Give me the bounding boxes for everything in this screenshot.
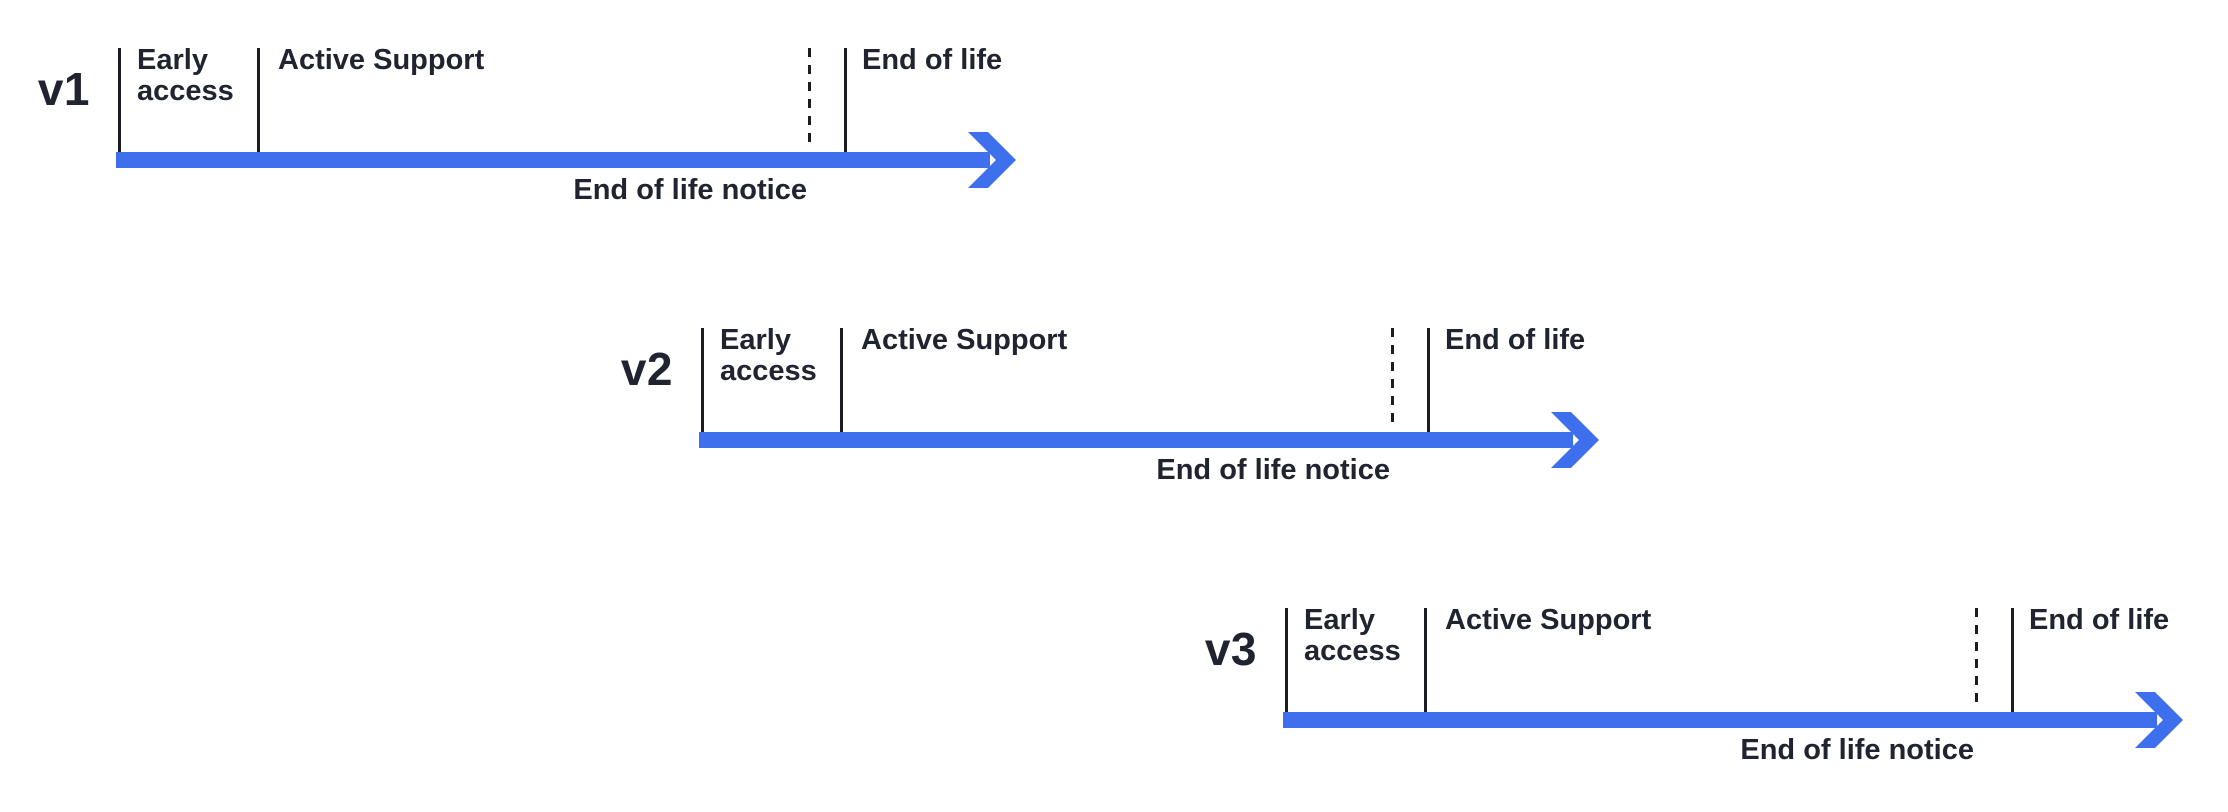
version-label: v2 <box>620 343 673 395</box>
timeline-row-v1: v1 Early access Active Support End of li… <box>38 44 1038 223</box>
early-access-start-tick <box>1285 608 1288 712</box>
end-of-life-label: End of life <box>862 44 1003 76</box>
version-label: v3 <box>1204 623 1257 675</box>
end-of-life-notice-label: End of life notice <box>573 174 807 206</box>
active-support-start-tick <box>840 328 843 432</box>
end-of-life-notice-label: End of life notice <box>1156 454 1390 486</box>
end-of-life-notice-label: End of life notice <box>1740 734 1974 766</box>
end-of-life-notice-dashed-line <box>808 48 811 149</box>
end-of-life-notice-dashed-line <box>1391 328 1394 429</box>
timeline-row-v3: v3 Early access Active Support End of li… <box>1205 604 2205 783</box>
end-of-life-tick <box>844 48 847 153</box>
early-access-label: Early access <box>720 324 817 387</box>
timeline-row-v2: v2 Early access Active Support End of li… <box>621 324 1621 503</box>
version-label: v1 <box>37 63 90 115</box>
early-access-label: Early access <box>1304 604 1401 667</box>
early-access-start-tick <box>701 328 704 432</box>
end-of-life-label: End of life <box>1445 324 1586 356</box>
timeline-arrow <box>1283 692 2183 748</box>
timeline-arrow <box>699 412 1599 468</box>
active-support-start-tick <box>1424 608 1427 712</box>
active-support-label: Active Support <box>278 44 485 76</box>
early-access-start-tick <box>118 48 121 152</box>
active-support-start-tick <box>257 48 260 152</box>
active-support-label: Active Support <box>1445 604 1652 636</box>
end-of-life-tick <box>1427 328 1430 433</box>
timeline-arrow <box>116 132 1016 188</box>
early-access-label: Early access <box>137 44 234 107</box>
active-support-label: Active Support <box>861 324 1068 356</box>
end-of-life-tick <box>2011 608 2014 713</box>
end-of-life-notice-dashed-line <box>1975 608 1978 709</box>
end-of-life-label: End of life <box>2029 604 2170 636</box>
